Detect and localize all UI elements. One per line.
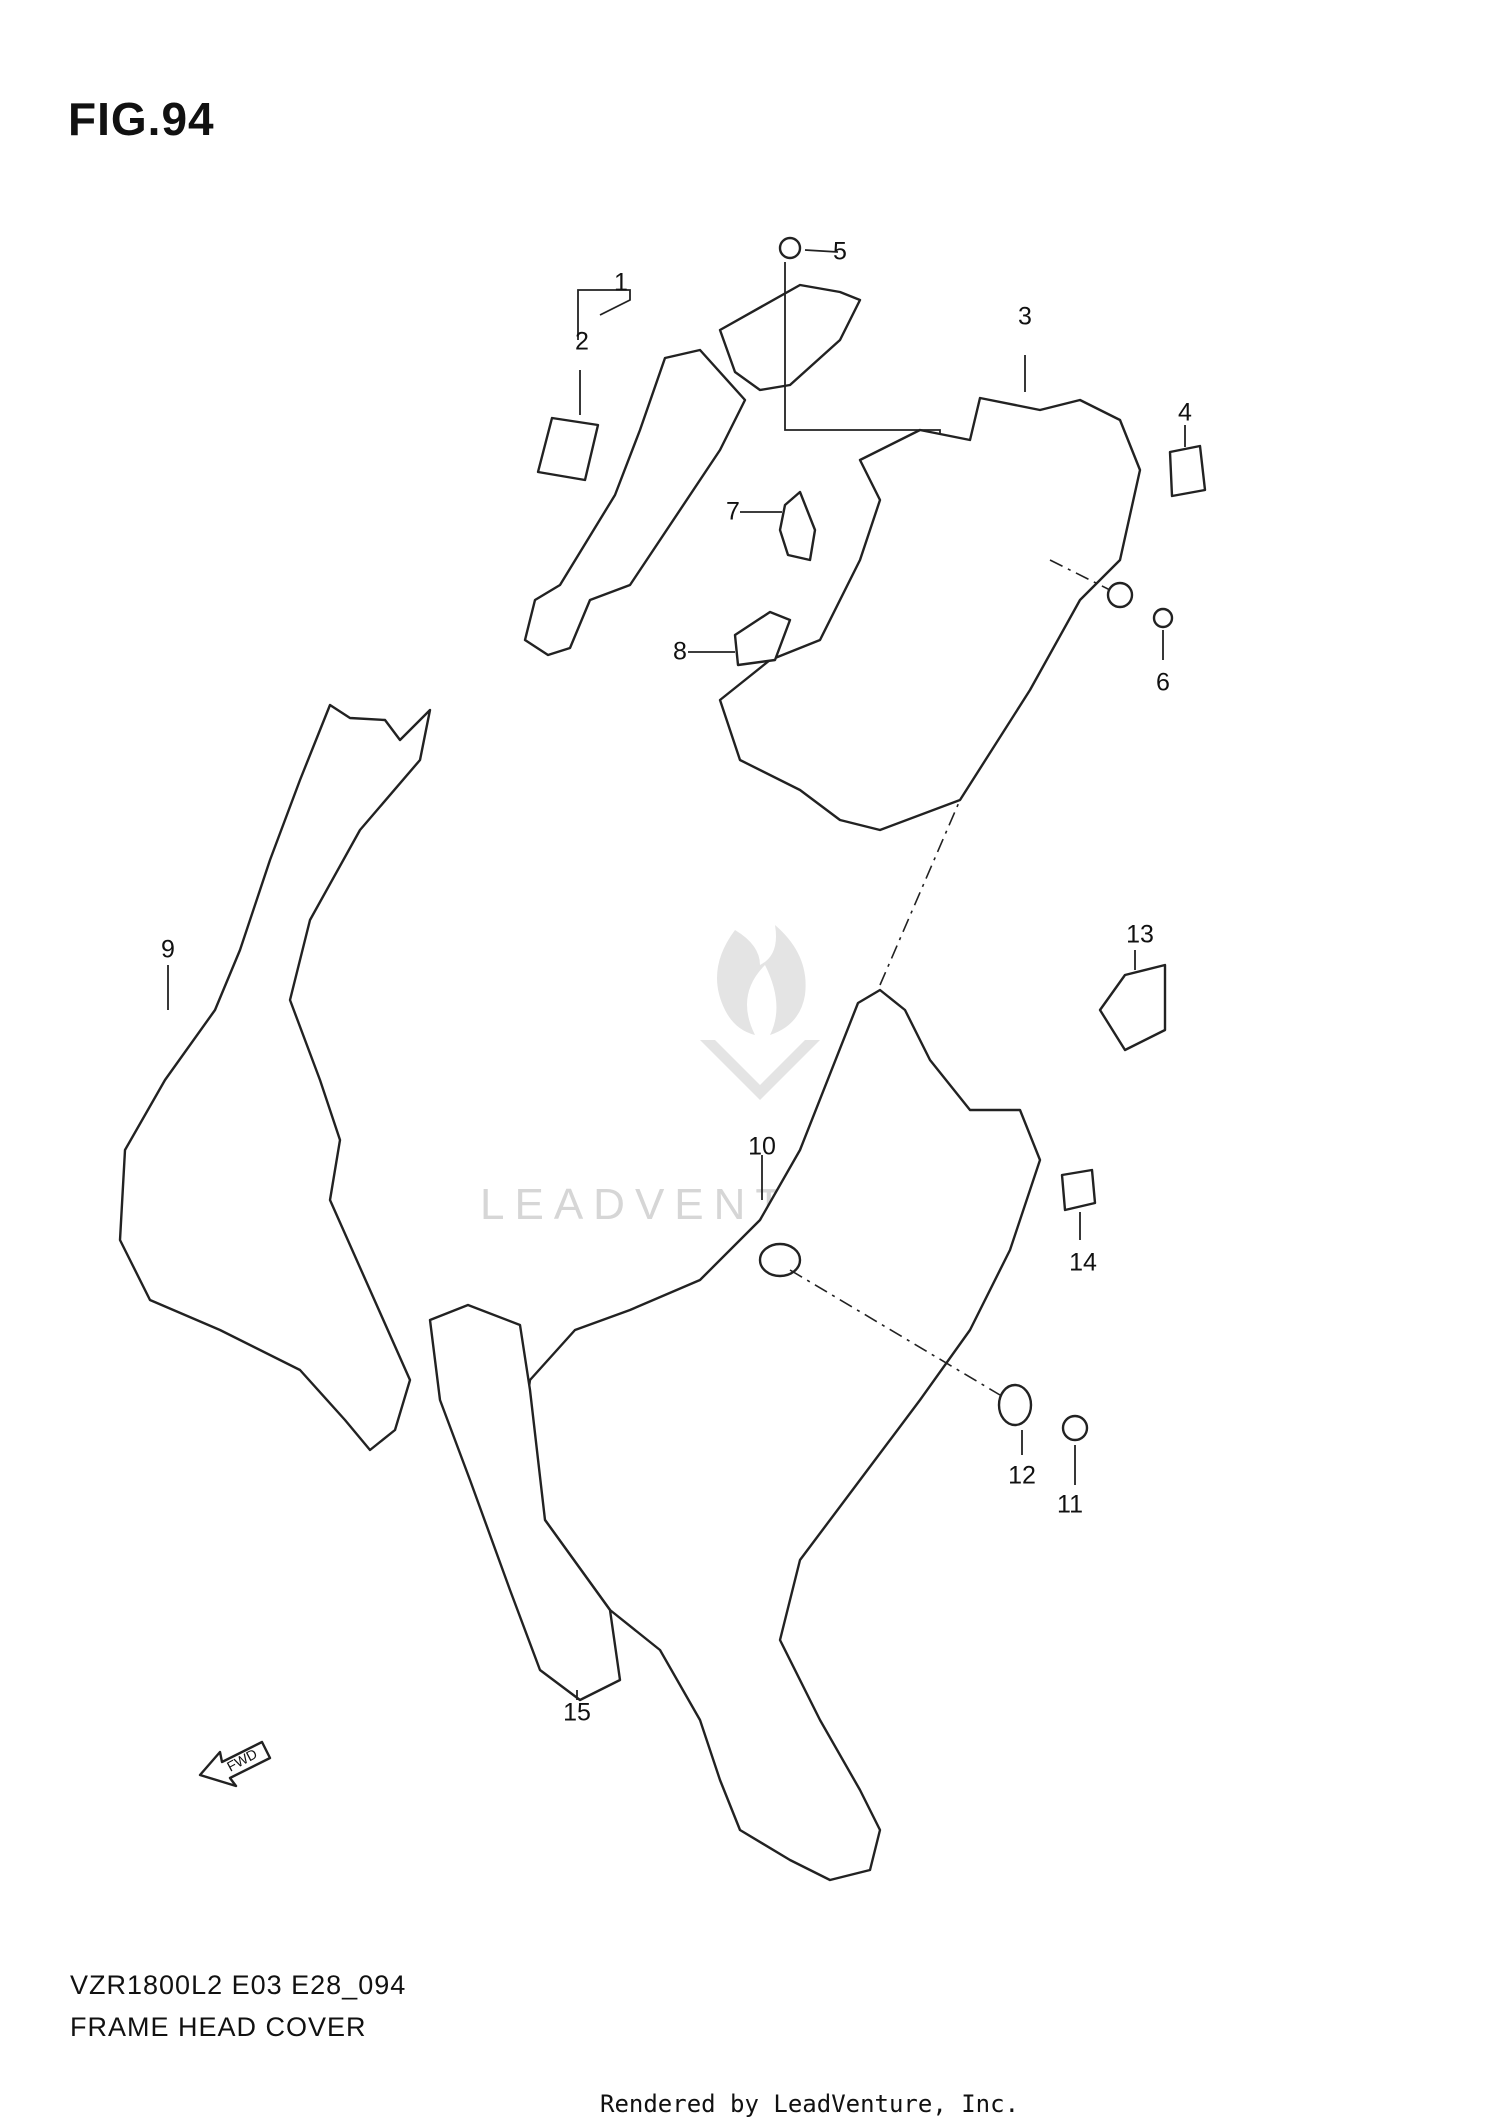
- part-1-bracket: [523, 289, 747, 657]
- part-2-label: [536, 370, 600, 482]
- part-3-upper-cover: [718, 355, 1142, 832]
- part-5-clip-bracket: [718, 236, 941, 455]
- part-11-screw: [1061, 1414, 1089, 1485]
- callout-12: 12: [1008, 1461, 1036, 1490]
- part-14-label: [1060, 1168, 1097, 1240]
- watermark-logo: [700, 925, 820, 1100]
- callout-10: 10: [748, 1132, 776, 1161]
- callout-4: 4: [1178, 398, 1192, 427]
- callout-5: 5: [833, 237, 847, 266]
- callout-9: 9: [161, 935, 175, 964]
- diagram-name: FRAME HEAD COVER: [70, 2012, 367, 2042]
- part-9-left-cover: [118, 703, 432, 1452]
- part-10-main-cover: [518, 799, 1042, 1882]
- callout-13: 13: [1126, 920, 1154, 949]
- callout-2: 2: [575, 327, 589, 356]
- part-13-pad: [1098, 950, 1167, 1052]
- part-6-screw: [1049, 559, 1174, 660]
- callout-6: 6: [1156, 668, 1170, 697]
- callout-8: 8: [673, 637, 687, 666]
- part-8-pad: [688, 610, 792, 667]
- part-7-pad: [740, 490, 817, 562]
- callout-14: 14: [1069, 1248, 1097, 1277]
- part-15-strip: [428, 1303, 622, 1702]
- figure-title: FIG.94: [68, 93, 215, 145]
- render-credit: Rendered by LeadVenture, Inc.: [600, 2090, 1020, 2118]
- callout-3: 3: [1018, 302, 1032, 331]
- part-4-label: [1168, 425, 1207, 498]
- callout-7: 7: [726, 497, 740, 526]
- fwd-arrow-icon: [198, 1740, 272, 1788]
- part-12-grommet: [997, 1383, 1033, 1455]
- callout-11: 11: [1057, 1490, 1083, 1519]
- diagram-code: VZR1800L2 E03 E28_094: [70, 1970, 407, 2000]
- callout-15: 15: [563, 1698, 591, 1727]
- callout-1: 1: [614, 268, 628, 297]
